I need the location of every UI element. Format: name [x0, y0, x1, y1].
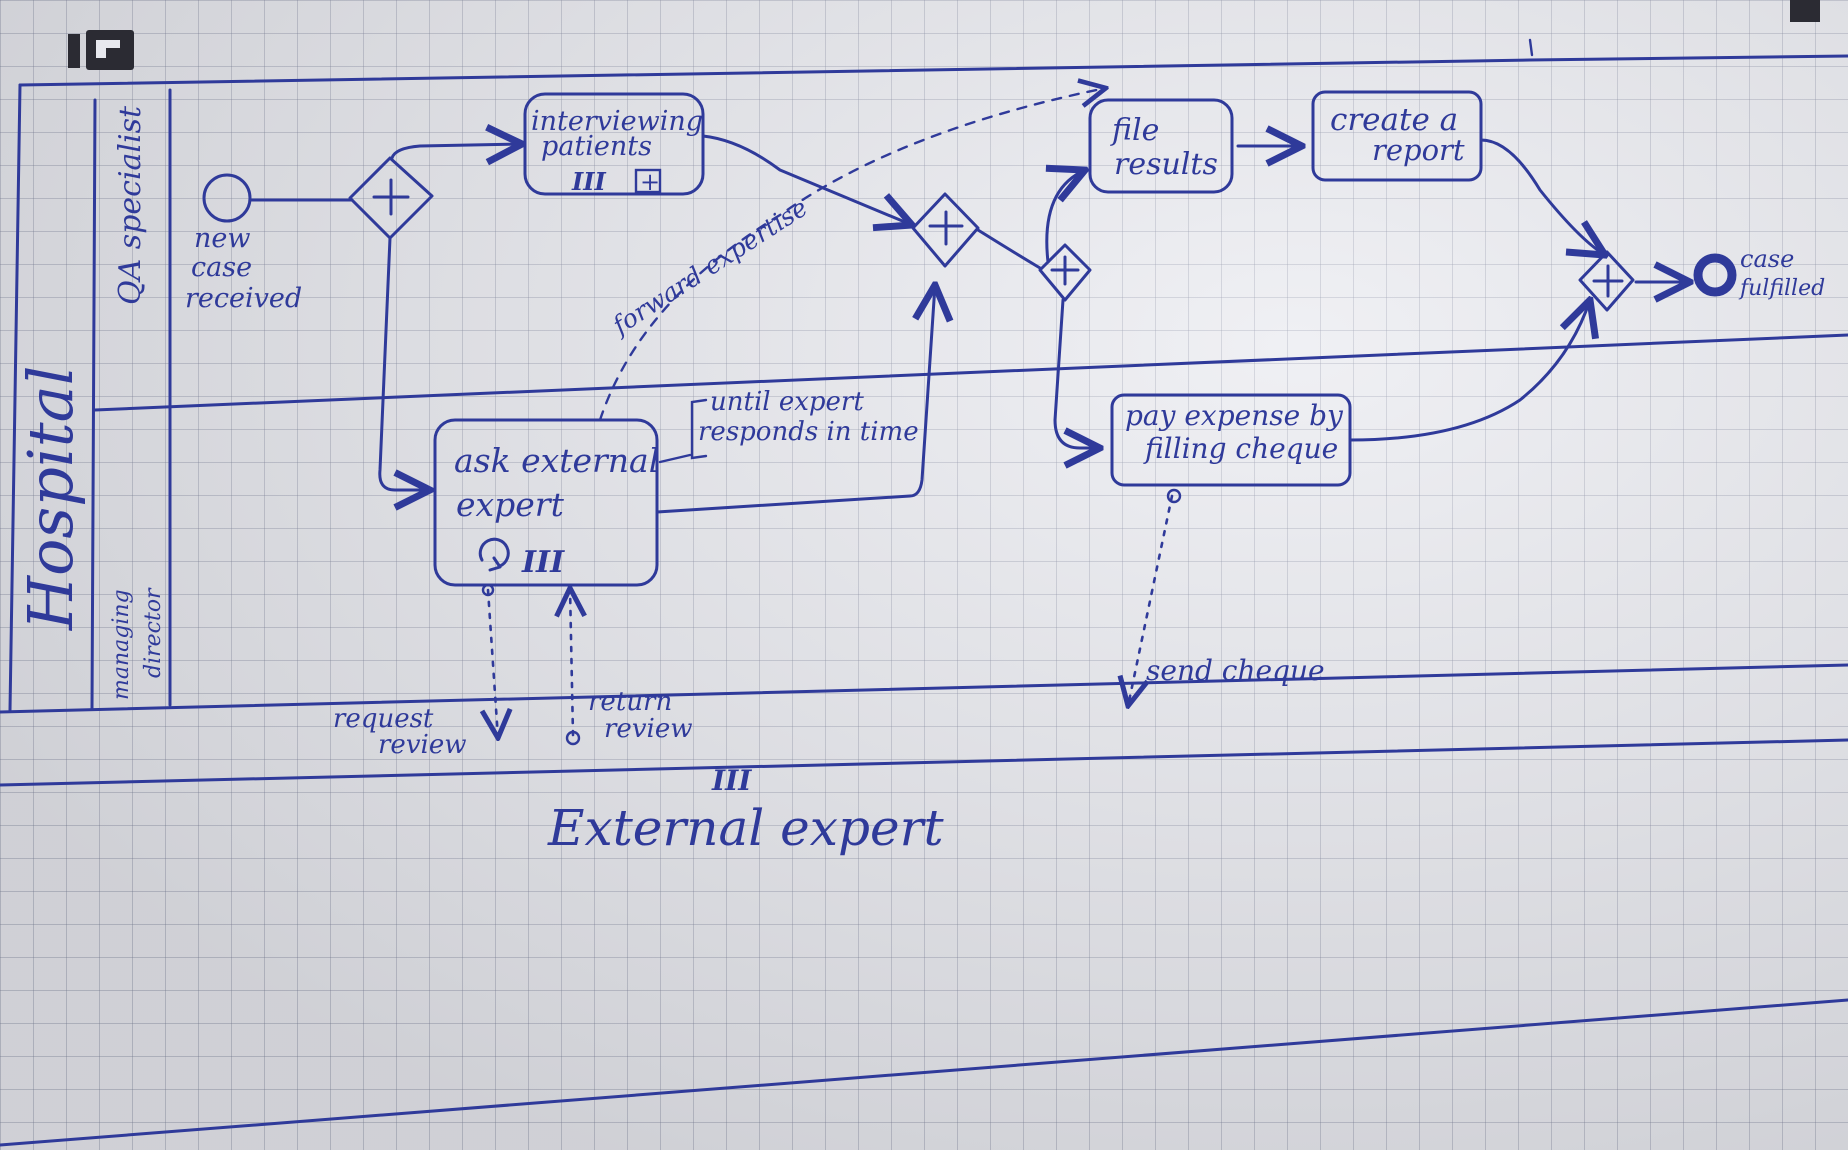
subprocess-icon [634, 168, 662, 194]
flow-pay-final [1348, 300, 1590, 442]
report-label-1: create a [1330, 102, 1458, 138]
flow-split-ask [378, 236, 430, 490]
task-pay-expense: pay expense by filling cheque [1110, 393, 1352, 487]
interview-label-2: patients [541, 131, 652, 162]
ask-multi-marker: III [521, 545, 565, 580]
file-label-2: results [1114, 147, 1218, 182]
ask-label-1: ask external [454, 441, 659, 480]
message-request-review [488, 588, 498, 738]
lane-director-label-2: director [141, 587, 166, 678]
start-label-1: new [194, 223, 250, 254]
logo-icon [68, 0, 1820, 70]
pool-external-label: External expert [547, 799, 944, 857]
annotation-label-1: until expert [710, 387, 864, 417]
task-interviewing-patients: interviewing patients III + [523, 92, 705, 196]
start-label-2: case [191, 252, 252, 283]
gateway-join [911, 192, 980, 268]
flow-split-interview [390, 144, 522, 158]
interview-multi-marker: III [571, 167, 606, 196]
message-return-review [570, 588, 573, 737]
external-multi-marker: III [711, 764, 752, 797]
flow-report-final [1479, 138, 1605, 255]
lane-qa-label: QA specialist [113, 105, 148, 305]
start-label-3: received [185, 283, 302, 314]
forward-expertise-label: forward expertise [606, 193, 813, 341]
message-send-cheque [1128, 494, 1174, 706]
report-label-2: report [1372, 133, 1465, 167]
flow-split2-pay [1053, 298, 1100, 448]
message-request-origin [481, 583, 495, 597]
send-cheque-label: send cheque [1146, 654, 1325, 687]
pay-label-1: pay expense by [1125, 399, 1344, 432]
task-file-results: file results [1088, 98, 1234, 194]
message-return-origin [565, 730, 581, 746]
flow-join-split2 [976, 228, 1042, 270]
file-label-1: file [1110, 113, 1159, 148]
flow-split2-file [1045, 170, 1085, 264]
flow-interview-join [701, 134, 912, 225]
end-label-1: case [1740, 245, 1794, 273]
return-label-2: review [604, 714, 692, 744]
pool-hospital-label: Hospital [14, 366, 87, 631]
pay-label-2: filling cheque [1143, 432, 1338, 465]
lane-director-label-1: managing [109, 589, 134, 700]
task-create-report: create a report [1311, 90, 1483, 182]
interview-subprocess-marker: + [640, 168, 660, 196]
interview-label-1: interviewing [531, 106, 703, 137]
request-label-1: request [333, 704, 434, 734]
start-event [202, 173, 252, 223]
annotation-label-2: responds in time [698, 417, 919, 447]
gateway-final-join [1578, 250, 1635, 312]
flow-ask-join [655, 285, 935, 514]
flow-forward-expertise [598, 88, 1106, 422]
end-label-2: fulfilled [1738, 276, 1825, 301]
loop-icon [478, 537, 510, 572]
return-label-1: return [588, 687, 672, 717]
request-label-2: review [378, 730, 466, 760]
message-send-origin [1166, 488, 1182, 504]
annotation-until-expert: until expert responds in time [658, 387, 919, 464]
ask-label-2: expert [456, 485, 565, 524]
pool-borders [0, 38, 1848, 1147]
gateway-split [348, 156, 434, 240]
task-ask-external-expert: ask external expert III [433, 418, 659, 587]
end-event [1693, 253, 1737, 297]
